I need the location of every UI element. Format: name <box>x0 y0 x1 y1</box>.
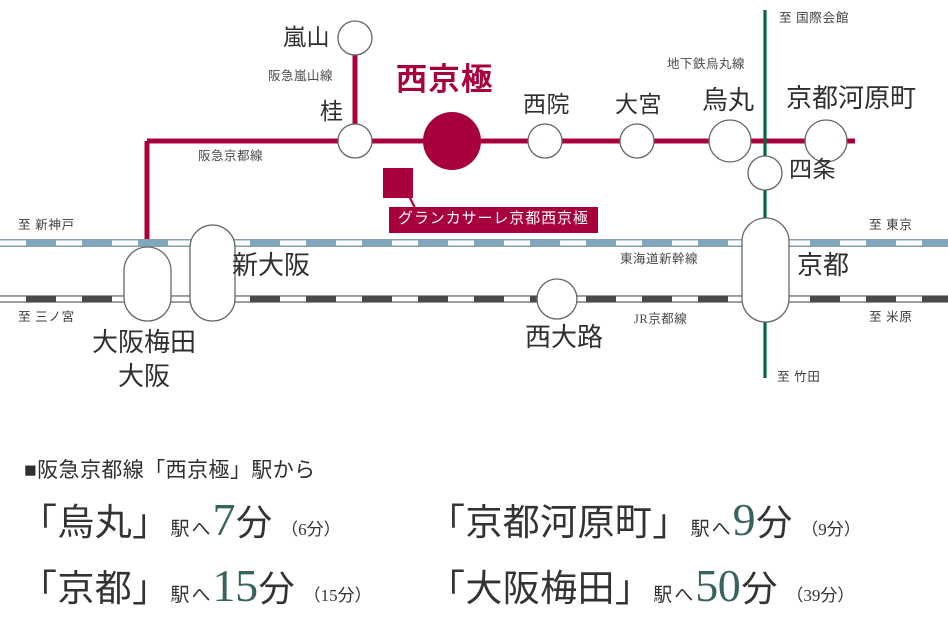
station-dot-omiya[interactable] <box>619 123 655 159</box>
time-alt-minutes: （39分） <box>786 586 855 605</box>
destination-label-sannomiya: 至 三ノ宮 <box>18 310 75 324</box>
time-minutes-value: 50 <box>695 560 741 611</box>
travel-times-section: ■阪急京都線「西京極」駅から 「 烏丸 」 駅 へ 7 分 （6分） 「 京都河… <box>0 430 948 637</box>
station-dot-shijo[interactable] <box>747 155 783 191</box>
time-fun-unit: 分 <box>236 503 273 543</box>
time-he-particle: へ <box>191 585 211 606</box>
time-station-name: 京都河原町 <box>465 503 653 544</box>
station-dot-kyoto-kawaramachi[interactable] <box>804 119 848 163</box>
station-label-kyoto: 京都 <box>797 251 850 280</box>
time-minutes-value: 7 <box>212 494 236 545</box>
station-dot-osaka-umeda[interactable] <box>123 246 172 322</box>
time-eki-suffix: 駅 <box>653 585 673 606</box>
station-dot-saiin[interactable] <box>527 123 563 159</box>
property-marker[interactable] <box>383 168 413 198</box>
time-fun-unit: 分 <box>741 569 778 609</box>
time-open-bracket: 「 <box>428 503 466 544</box>
station-dot-shin-osaka[interactable] <box>189 224 236 322</box>
station-dot-nishikyogoku[interactable] <box>423 112 481 170</box>
time-close-bracket: 」 <box>652 503 690 544</box>
time-open-bracket: 「 <box>20 503 58 544</box>
time-he-particle: へ <box>711 519 731 540</box>
destination-label-kokusaikaikan: 至 国際会館 <box>779 11 850 25</box>
time-close-bracket: 」 <box>614 569 653 610</box>
destination-label-maibara: 至 米原 <box>869 310 913 324</box>
time-alt-minutes: （6分） <box>281 520 341 539</box>
station-dot-arashiyama[interactable] <box>337 20 373 56</box>
time-station-name: 烏丸 <box>57 503 133 544</box>
station-label-karasuma: 烏丸 <box>702 86 755 115</box>
time-row-kyoto: 「 京都 」 駅 へ 15 分 （15分） <box>20 558 372 612</box>
time-station-name: 大阪梅田 <box>465 569 615 610</box>
destination-label-tokyo: 至 東京 <box>869 218 913 232</box>
station-dot-karasuma[interactable] <box>708 119 752 163</box>
station-label-shijo: 四条 <box>789 157 836 182</box>
time-row-karasuma: 「 烏丸 」 駅 へ 7 分 （6分） <box>20 492 341 546</box>
time-minutes-value: 9 <box>732 494 756 545</box>
line-label-jr-kyoto: JR京都線 <box>634 312 688 326</box>
time-eki-suffix: 駅 <box>690 519 710 540</box>
time-fun-unit: 分 <box>258 569 295 609</box>
time-alt-minutes: （9分） <box>801 520 861 539</box>
line-label-hankyu-arashiyama: 阪急嵐山線 <box>268 69 334 83</box>
destination-label-takeda: 至 竹田 <box>777 370 821 384</box>
station-dot-kyoto[interactable] <box>741 217 790 323</box>
station-label-osaka: 大阪 <box>118 362 171 391</box>
station-label-nishikyogoku: 西京極 <box>396 62 494 97</box>
route-map-svg <box>0 10 948 378</box>
time-row-kyoto-kawaramachi: 「 京都河原町 」 駅 へ 9 分 （9分） <box>428 492 861 546</box>
station-label-katsura: 桂 <box>320 99 344 124</box>
time-minutes-value: 15 <box>212 560 259 611</box>
time-row-osaka-umeda: 「 大阪梅田 」 駅 へ 50 分 （39分） <box>428 558 854 612</box>
tokaido-shinkansen-track <box>0 239 948 247</box>
time-eki-suffix: 駅 <box>170 519 190 540</box>
property-callout-label: グランカサーレ京都西京極 <box>389 207 598 233</box>
station-label-saiin: 西院 <box>523 92 570 117</box>
station-dot-nishioji[interactable] <box>536 278 578 320</box>
station-label-omiya: 大宮 <box>615 92 662 117</box>
station-label-osaka-umeda: 大阪梅田 <box>92 328 197 357</box>
line-label-subway-karasuma: 地下鉄烏丸線 <box>667 57 746 71</box>
time-alt-minutes: （15分） <box>303 586 372 605</box>
time-close-bracket: 」 <box>132 569 170 610</box>
time-open-bracket: 「 <box>428 569 466 610</box>
time-he-particle: へ <box>674 585 694 606</box>
travel-times-heading: ■阪急京都線「西京極」駅から <box>24 458 316 482</box>
station-dot-katsura[interactable] <box>337 123 373 159</box>
time-eki-suffix: 駅 <box>170 585 190 606</box>
destination-label-shin-kobe: 至 新神戸 <box>18 218 75 232</box>
station-label-shin-osaka: 新大阪 <box>232 251 311 280</box>
line-label-tokaido-shinkansen: 東海道新幹線 <box>620 252 699 266</box>
time-close-bracket: 」 <box>132 503 170 544</box>
time-station-name: 京都 <box>57 569 133 610</box>
time-he-particle: へ <box>191 519 211 540</box>
route-map: グランカサーレ京都西京極 嵐山 桂 西京極 西院 大宮 烏丸 京都河原町 四条 … <box>0 10 948 391</box>
time-fun-unit: 分 <box>756 503 793 543</box>
station-label-nishioji: 西大路 <box>525 323 604 352</box>
station-label-kyoto-kawaramachi: 京都河原町 <box>786 84 917 113</box>
line-label-hankyu-kyoto: 阪急京都線 <box>198 149 264 163</box>
time-open-bracket: 「 <box>20 569 58 610</box>
station-label-arashiyama: 嵐山 <box>283 25 330 50</box>
